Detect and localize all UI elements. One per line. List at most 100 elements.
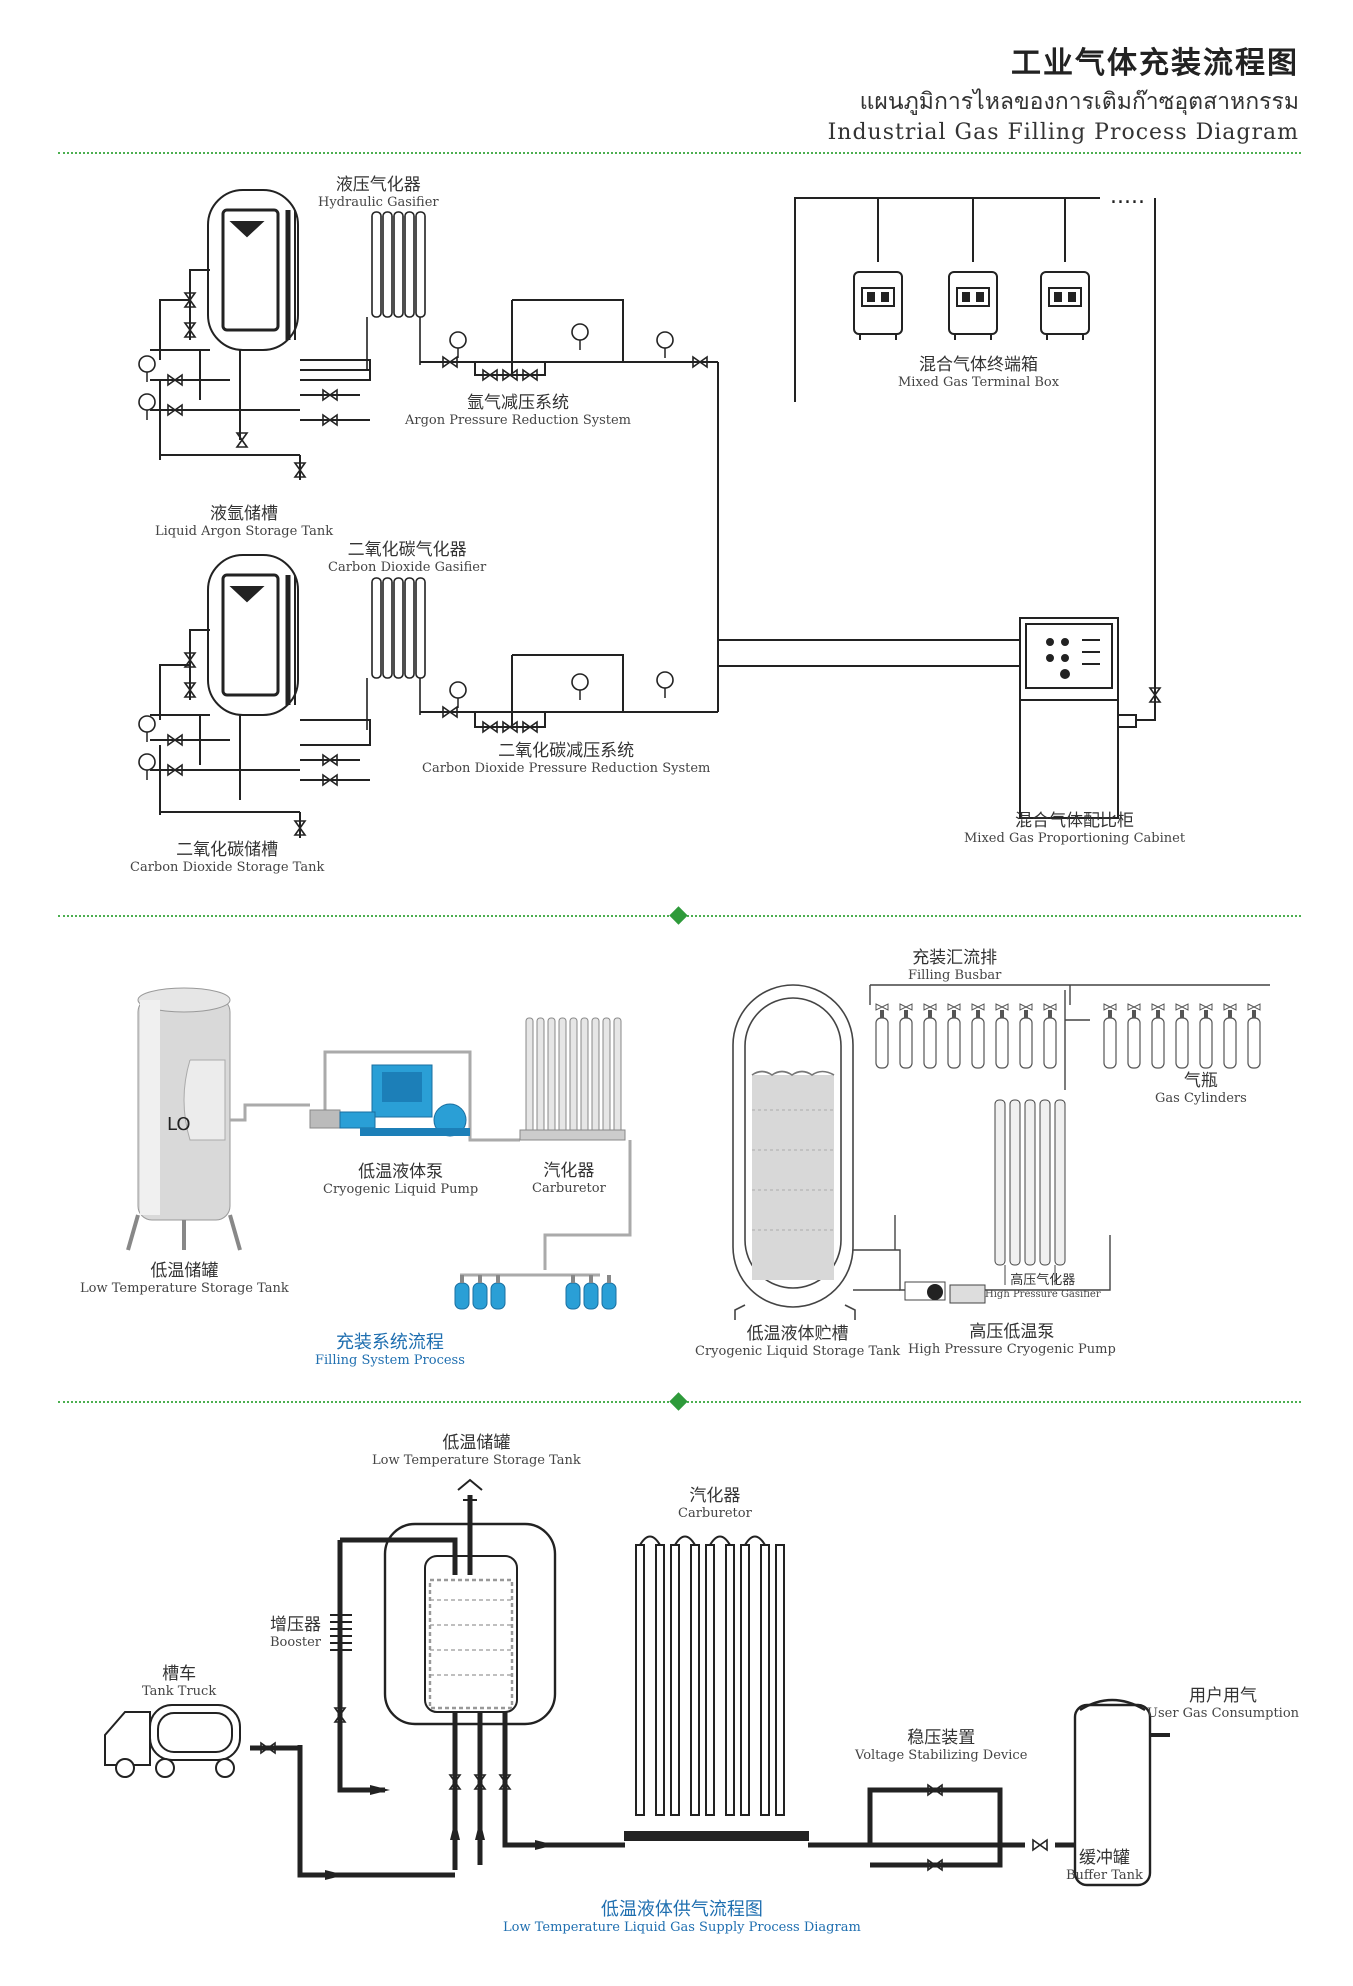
supply-carburetor-en: Carburetor [678, 1505, 752, 1521]
supply-carburetor-zh: 汽化器 [689, 1486, 741, 1506]
label-co2-tank: 二氧化碳储槽 Carbon Dioxide Storage Tank [130, 840, 325, 875]
supply-lt-tank-en: Low Temperature Storage Tank [372, 1452, 581, 1468]
lt-tank-zh: 低温储罐 [150, 1261, 219, 1281]
title-th: แผนภูมิการไหลของการเติมก๊าซอุตสาหกรรม [859, 89, 1299, 115]
terminal-box-3 [1040, 271, 1090, 341]
booster-en: Booster [270, 1634, 322, 1650]
filling-process-en: Filling System Process [315, 1352, 465, 1368]
booster-zh: 增压器 [270, 1615, 321, 1635]
co2-reduction-piping [420, 639, 1020, 728]
argon-tank-en: Liquid Argon Storage Tank [155, 523, 334, 539]
supply-vent-icon [457, 1478, 483, 1505]
blue-gas-cylinders [454, 1274, 617, 1310]
hp-piping [853, 984, 1270, 1291]
supply-lt-tank-zh: 低温储罐 [442, 1433, 511, 1453]
hydraulic-gasifier [366, 211, 426, 370]
supply-flow-arrows [325, 1785, 555, 1880]
argon-storage-tank [150, 189, 371, 480]
hp-pump [904, 1281, 986, 1304]
label-carburetor: 汽化器 Carburetor [532, 1161, 606, 1196]
label-cryo-storage-tank: 低温液体贮槽 Cryogenic Liquid Storage Tank [695, 1324, 901, 1359]
label-hydraulic-gasifier: 液压气化器 Hydraulic Gasifier [318, 175, 439, 210]
label-filling-busbar: 充装汇流排 Filling Busbar [908, 948, 1002, 983]
stabilizer-zh: 稳压装置 [907, 1728, 976, 1748]
label-argon-tank: 液氩储槽 Liquid Argon Storage Tank [155, 504, 334, 539]
carburetor-3d [519, 1017, 626, 1141]
title-zh: 工业气体充装流程图 [1011, 46, 1299, 81]
tank-truck-en: Tank Truck [142, 1683, 217, 1699]
label-supply-process: 低温液体供气流程图 Low Temperature Liquid Gas Sup… [503, 1899, 861, 1936]
co2-gasifier-en: Carbon Dioxide Gasifier [328, 559, 487, 575]
label-hp-pump: 高压低温泵 High Pressure Cryogenic Pump [908, 1322, 1116, 1357]
co2-storage-tank [150, 554, 371, 838]
argon-tank-zh: 液氩储槽 [210, 504, 279, 524]
hp-pump-zh: 高压低温泵 [969, 1322, 1055, 1342]
cryo-pump-zh: 低温液体泵 [358, 1162, 444, 1182]
label-terminal-box: 混合气体终端箱 Mixed Gas Terminal Box [898, 355, 1060, 390]
argon-reduction-en: Argon Pressure Reduction System [405, 412, 632, 428]
label-argon-reduction: 氩气减压系统 Argon Pressure Reduction System [405, 393, 632, 428]
continuation-dots: ..... [1110, 184, 1145, 209]
supply-buffer-tank [1073, 1698, 1170, 1887]
terminal-box-2 [948, 271, 998, 341]
header: 工业气体充装流程图 แผนภูมิการไหลของการเติมก๊าซอุต… [828, 38, 1299, 145]
lt-tank-en: Low Temperature Storage Tank [80, 1280, 289, 1296]
terminal-box-1 [853, 271, 903, 341]
stabilizer-en: Voltage Stabilizing Device [855, 1747, 1028, 1763]
co2-gasifier-zh: 二氧化碳气化器 [347, 540, 467, 560]
tank-truck-zh: 槽车 [162, 1664, 197, 1684]
co2-reduction-en: Carbon Dioxide Pressure Reduction System [422, 760, 711, 776]
hp-gasifier-zh: 高压气化器 [1010, 1273, 1076, 1288]
label-co2-reduction: 二氧化碳减压系统 Carbon Dioxide Pressure Reducti… [422, 741, 711, 776]
label-supply-carburetor: 汽化器 Carburetor [678, 1486, 752, 1521]
cryo-storage-zh: 低温液体贮槽 [746, 1324, 849, 1344]
label-booster: 增压器 Booster [270, 1615, 322, 1650]
terminal-box-en: Mixed Gas Terminal Box [898, 374, 1060, 390]
proportioning-en: Mixed Gas Proportioning Cabinet [964, 830, 1186, 846]
argon-reduction-zh: 氩气减压系统 [467, 393, 569, 413]
filling-busbar-cylinders [875, 1003, 1261, 1069]
co2-tank-zh: 二氧化碳储槽 [176, 840, 279, 860]
terminal-piping [794, 197, 1156, 721]
low-temperature-storage-tank-3d: LO [126, 987, 242, 1251]
gas-cylinders-en: Gas Cylinders [1155, 1090, 1247, 1106]
terminal-box-zh: 混合气体终端箱 [919, 355, 1039, 375]
filling-busbar-en: Filling Busbar [908, 967, 1002, 983]
filling-piping-gray [230, 1050, 632, 1277]
label-filling-process: 充装系统流程 Filling System Process [315, 1332, 465, 1369]
label-cryo-pump: 低温液体泵 Cryogenic Liquid Pump [323, 1162, 478, 1197]
buffer-en: Buffer Tank [1066, 1867, 1143, 1883]
label-lt-storage-tank: 低温储罐 Low Temperature Storage Tank [80, 1261, 289, 1296]
co2-reduction-zh: 二氧化碳减压系统 [498, 741, 635, 761]
title-en: Industrial Gas Filling Process Diagram [827, 120, 1299, 145]
label-user-gas: 用户用气 User Gas Consumption [1147, 1686, 1300, 1721]
label-tank-truck: 槽车 Tank Truck [142, 1664, 217, 1699]
supply-booster [330, 1614, 352, 1651]
supply-process-zh: 低温液体供气流程图 [600, 1899, 763, 1920]
label-supply-lt-tank: 低温储罐 Low Temperature Storage Tank [372, 1433, 581, 1468]
hydraulic-gasifier-en: Hydraulic Gasifier [318, 194, 439, 210]
hp-pump-en: High Pressure Cryogenic Pump [908, 1341, 1116, 1357]
argon-reduction-piping [420, 299, 719, 640]
supply-process-en: Low Temperature Liquid Gas Supply Proces… [503, 1919, 861, 1935]
cryogenic-liquid-pump [309, 1064, 470, 1137]
filling-process-zh: 充装系统流程 [335, 1332, 444, 1353]
filling-busbar-zh: 充装汇流排 [912, 948, 998, 968]
user-gas-en: User Gas Consumption [1147, 1705, 1300, 1721]
co2-tank-en: Carbon Dioxide Storage Tank [130, 859, 325, 875]
hp-gasifier [994, 1099, 1066, 1285]
carburetor-en: Carburetor [532, 1180, 606, 1196]
cryo-storage-en: Cryogenic Liquid Storage Tank [695, 1343, 901, 1359]
supply-carburetor [624, 1535, 809, 1841]
hp-gasifier-en: High Pressure Gasifier [985, 1288, 1101, 1300]
divider-top [58, 152, 1301, 154]
label-hp-gasifier: 高压气化器 High Pressure Gasifier [985, 1273, 1101, 1300]
cryogenic-liquid-storage-tank [732, 984, 856, 1320]
label-stabilizer: 稳压装置 Voltage Stabilizing Device [855, 1728, 1028, 1763]
gas-cylinders-zh: 气瓶 [1183, 1071, 1218, 1091]
co2-gasifier [366, 577, 426, 730]
hydraulic-gasifier-zh: 液压气化器 [335, 175, 421, 195]
label-proportioning-cabinet: 混合气体配比柜 Mixed Gas Proportioning Cabinet [964, 811, 1186, 846]
label-gas-cylinders: 气瓶 Gas Cylinders [1155, 1071, 1247, 1106]
